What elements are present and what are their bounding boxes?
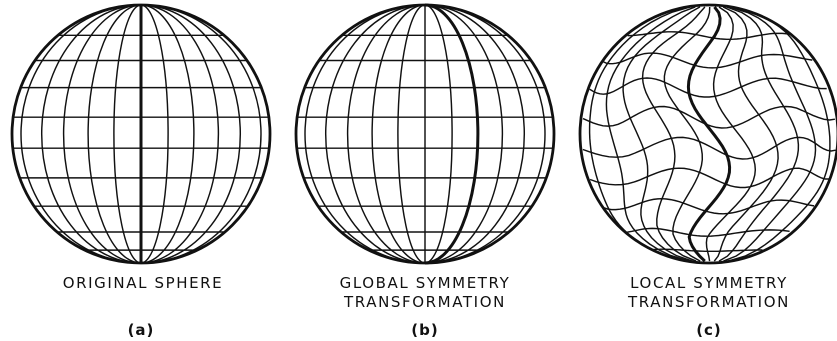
meridian-line	[21, 5, 141, 263]
meridian-line	[719, 7, 798, 261]
meridian-line	[398, 5, 425, 263]
meridian-line	[714, 7, 778, 261]
meridian-line	[728, 7, 830, 261]
caption-b-line-2: TRANSFORMATION	[343, 293, 506, 311]
meridian-line	[141, 5, 218, 263]
panel-label-c: (c)	[696, 321, 722, 339]
panel-local-symmetry: LOCAL SYMMETRY TRANSFORMATION (c)	[580, 5, 837, 339]
meridian-line	[664, 7, 709, 261]
panel-label-a: (a)	[128, 321, 155, 339]
latitude-line	[590, 78, 827, 97]
latitude-line	[590, 168, 829, 187]
latitude-line	[583, 107, 835, 129]
meridian-line	[425, 5, 545, 263]
meridian-line	[141, 5, 261, 263]
latitude-line	[628, 32, 792, 40]
panel-global-symmetry: GLOBAL SYMMETRY TRANSFORMATION (b)	[296, 5, 554, 339]
caption-b-line-1: GLOBAL SYMMETRY	[340, 274, 511, 292]
meridian-line	[42, 5, 141, 263]
caption-c-line-1: LOCAL SYMMETRY	[630, 274, 788, 292]
panel-label-b: (b)	[411, 321, 438, 339]
meridian-line	[141, 5, 168, 263]
caption-a-line-1: ORIGINAL SPHERE	[63, 274, 224, 292]
caption-c-line-2: TRANSFORMATION	[627, 293, 790, 311]
meridian-line	[425, 5, 452, 263]
meridian-line	[64, 5, 141, 263]
meridian-line	[606, 7, 695, 261]
meridian-line	[114, 5, 141, 263]
sphere-b-grid	[297, 5, 553, 263]
meridian-line	[305, 5, 425, 263]
meridian-line	[141, 5, 240, 263]
meridian-line	[590, 7, 691, 261]
meridian-line	[326, 5, 425, 263]
meridian-line	[425, 5, 524, 263]
meridian-line	[348, 5, 425, 263]
sphere-c-bold-meridian	[688, 7, 729, 261]
panel-original-sphere: ORIGINAL SPHERE (a)	[12, 5, 270, 339]
